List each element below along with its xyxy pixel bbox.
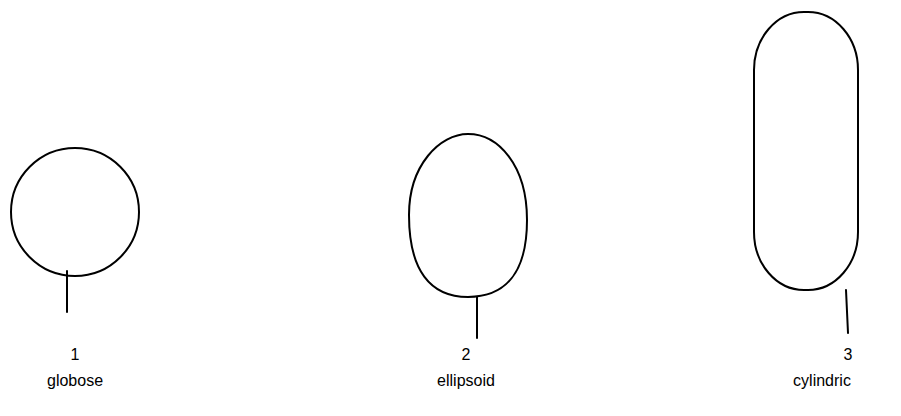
shape-name: cylindric — [793, 372, 851, 390]
shape-number: 1 — [71, 346, 80, 364]
ellipsoid-shape — [409, 134, 527, 297]
shape-name: ellipsoid — [437, 372, 495, 390]
cylindric-shape — [754, 12, 858, 290]
shape-number: 3 — [844, 346, 853, 364]
shape-name: globose — [47, 372, 103, 390]
shape-number: 2 — [462, 346, 471, 364]
globose-shape — [11, 148, 139, 276]
stalk — [66, 271, 68, 312]
stalk — [846, 290, 848, 333]
stalk — [476, 297, 478, 338]
